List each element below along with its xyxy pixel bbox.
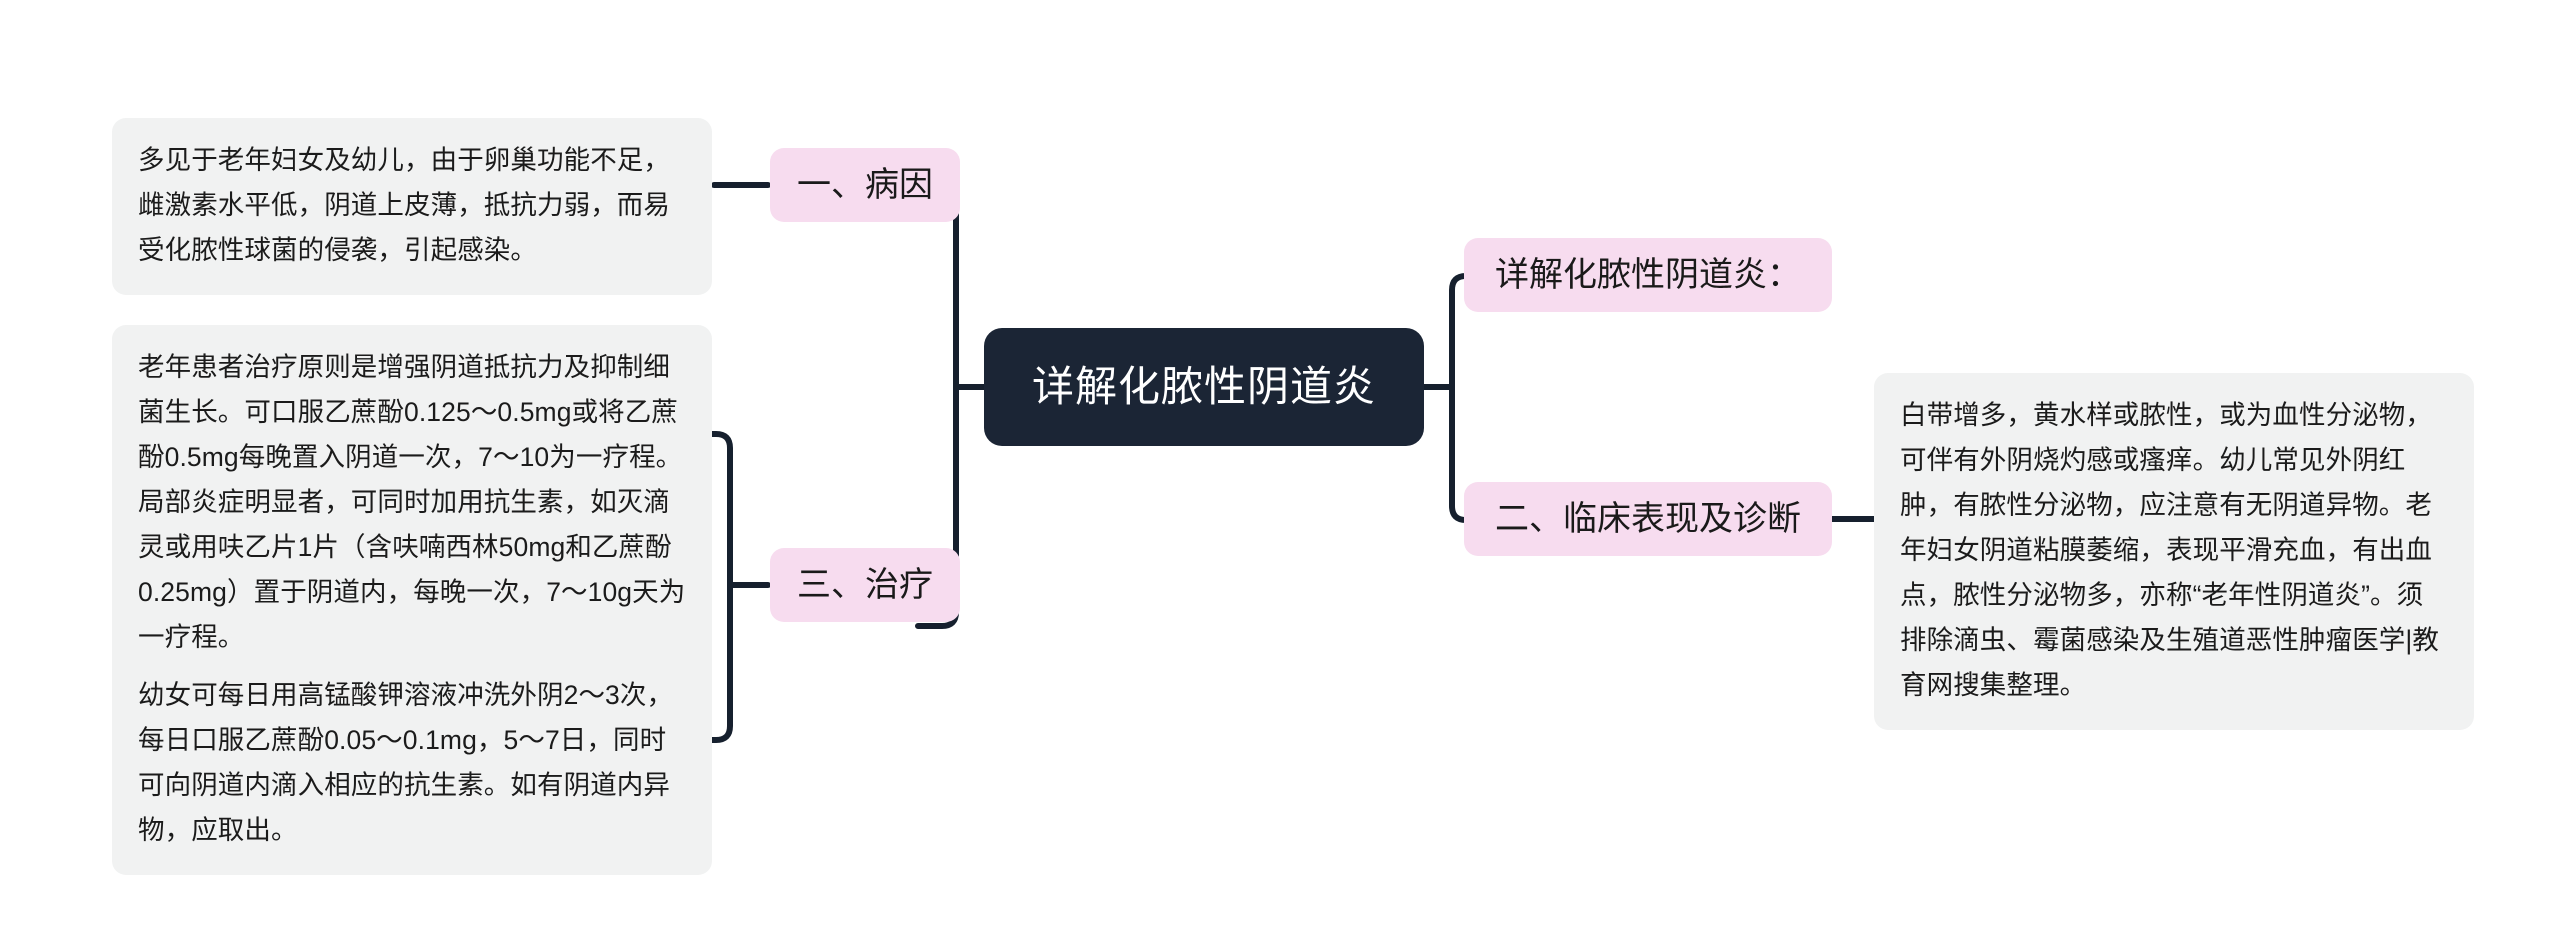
root-node[interactable]: 详解化脓性阴道炎	[984, 328, 1424, 446]
detail-box-cause[interactable]: 多见于老年妇女及幼儿，由于卵巢功能不足，雌激素水平低，阴道上皮薄，抵抗力弱，而易…	[112, 118, 712, 295]
branch-node-cause-label: 一、病因	[797, 165, 933, 204]
root-node-label: 详解化脓性阴道炎	[1031, 362, 1376, 410]
detail-box-clinical[interactable]: 白带增多，黄水样或脓性，或为血性分泌物，可伴有外阴烧灼感或瘙痒。幼儿常见外阴红肿…	[1874, 373, 2474, 730]
branch-node-clinical[interactable]: 二、临床表现及诊断	[1464, 482, 1832, 556]
branch-node-overview-label: 详解化脓性阴道炎：	[1495, 255, 1801, 294]
detail-box-treatment-1[interactable]: 老年患者治疗原则是增强阴道抵抗力及抑制细菌生长。可口服乙蔗酚0.125～0.5m…	[112, 325, 712, 682]
branch-node-treatment-label: 三、治疗	[797, 565, 933, 604]
branch-node-treatment[interactable]: 三、治疗	[770, 548, 960, 622]
branch-node-clinical-label: 二、临床表现及诊断	[1495, 499, 1801, 538]
branch-node-overview[interactable]: 详解化脓性阴道炎：	[1464, 238, 1832, 312]
branch-node-cause[interactable]: 一、病因	[770, 148, 960, 222]
detail-box-treatment-2[interactable]: 幼女可每日用高锰酸钾溶液冲洗外阴2～3次，每日口服乙蔗酚0.05～0.1mg，5…	[112, 653, 712, 875]
